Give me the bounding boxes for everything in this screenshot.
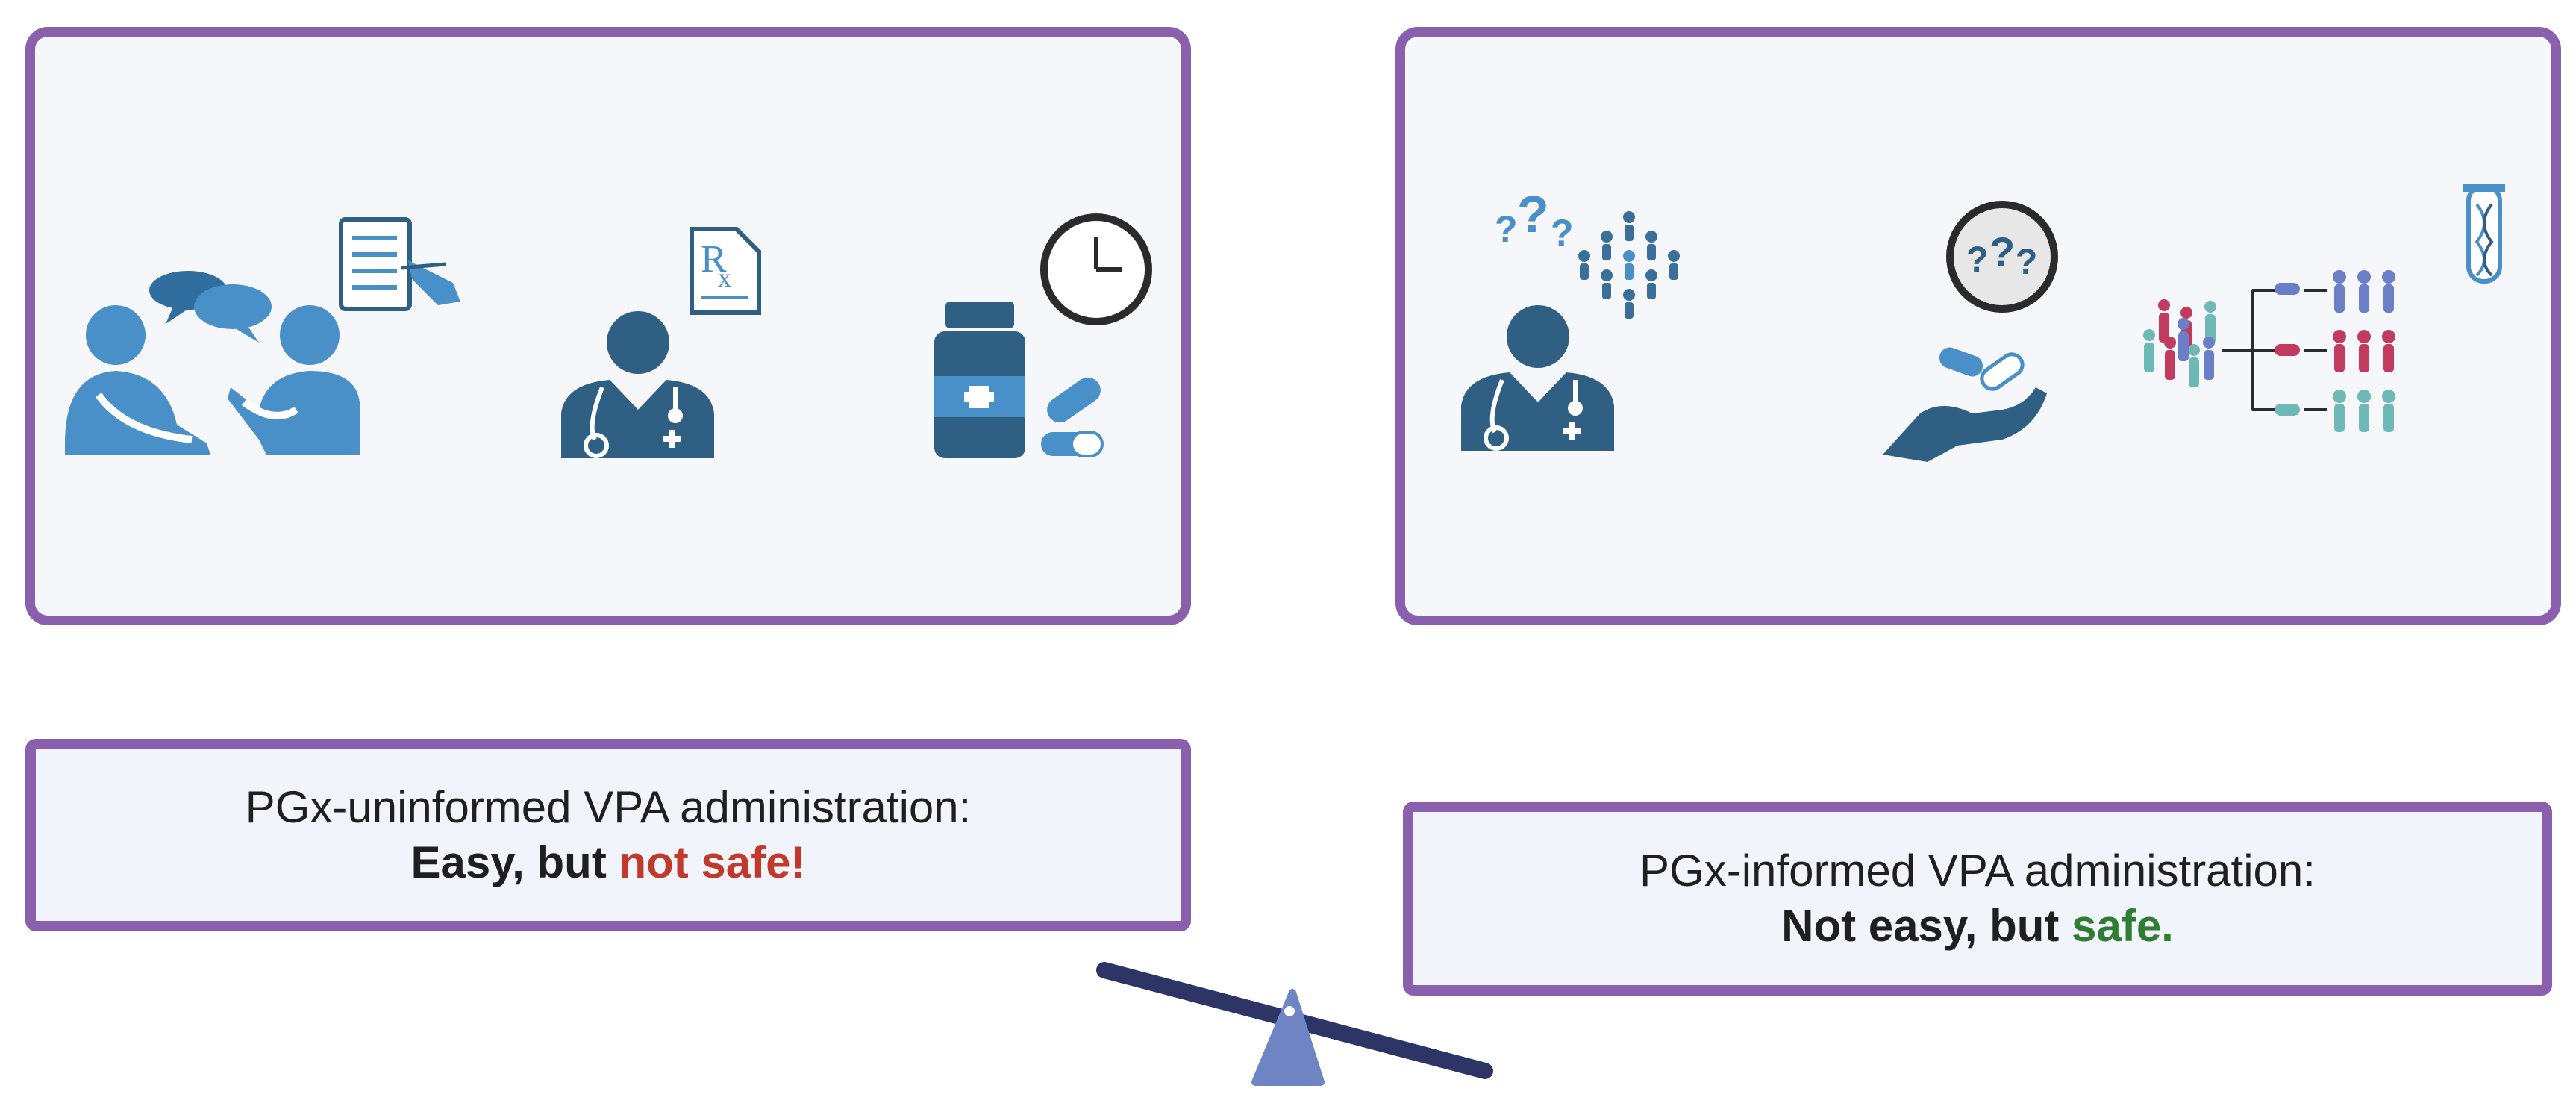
informed-verdict-safe: safe.: [2072, 901, 2174, 951]
uninformed-caption-verdict: Easy, but not safe!: [411, 835, 806, 890]
svg-text:x: x: [718, 263, 731, 293]
uninformed-verdict-easy: Easy, but: [410, 837, 619, 887]
svg-text:?: ?: [1989, 228, 2015, 275]
uninformed-verdict-not-safe: not safe!: [619, 837, 806, 887]
uninformed-panel: R x: [25, 27, 1191, 625]
prescription-icon: R x: [690, 227, 761, 315]
svg-text:R: R: [701, 238, 727, 281]
doctor-icon: [1461, 305, 1614, 451]
informed-caption-verdict: Not easy, but safe.: [1781, 899, 2174, 954]
stratified-population-icon: [2143, 270, 2395, 432]
informed-panel: ? ? ? ?: [1395, 27, 2561, 625]
svg-text:?: ?: [1966, 240, 1988, 280]
clock-question-icon: ? ? ?: [1946, 201, 2058, 313]
svg-text:?: ?: [1495, 208, 1518, 250]
capsule-icon: [1041, 377, 1104, 457]
doctor-icon: [561, 311, 714, 458]
consultation-icon: [65, 271, 360, 455]
medicine-bottle-icon: [934, 302, 1025, 458]
population-icon: [1578, 211, 1680, 319]
informed-icons: ? ? ? ?: [1461, 184, 2505, 462]
question-marks-icon: ? ? ?: [1495, 185, 1574, 254]
svg-text:?: ?: [2016, 243, 2037, 282]
svg-text:?: ?: [1517, 185, 1549, 243]
seesaw-pivot: [1284, 1006, 1295, 1016]
seesaw-icon: [1096, 962, 1493, 1086]
checklist-icon: [339, 217, 460, 311]
informed-caption-title: PGx-informed VPA administration:: [1639, 846, 2316, 896]
informed-caption: PGx-informed VPA administration: Not eas…: [1403, 802, 2552, 996]
informed-verdict-not-easy: Not easy, but: [1781, 901, 2072, 951]
clock-icon: [1040, 213, 1152, 325]
hand-pills-icon: [1883, 347, 2047, 462]
uninformed-caption-title: PGx-uninformed VPA administration:: [245, 782, 972, 832]
svg-text:?: ?: [1551, 212, 1574, 254]
uninformed-icons: R x: [65, 213, 1152, 458]
dna-test-tube-icon: [2463, 184, 2505, 284]
seesaw-fulcrum: [1251, 989, 1325, 1086]
uninformed-caption: PGx-uninformed VPA administration: Easy,…: [25, 739, 1191, 931]
